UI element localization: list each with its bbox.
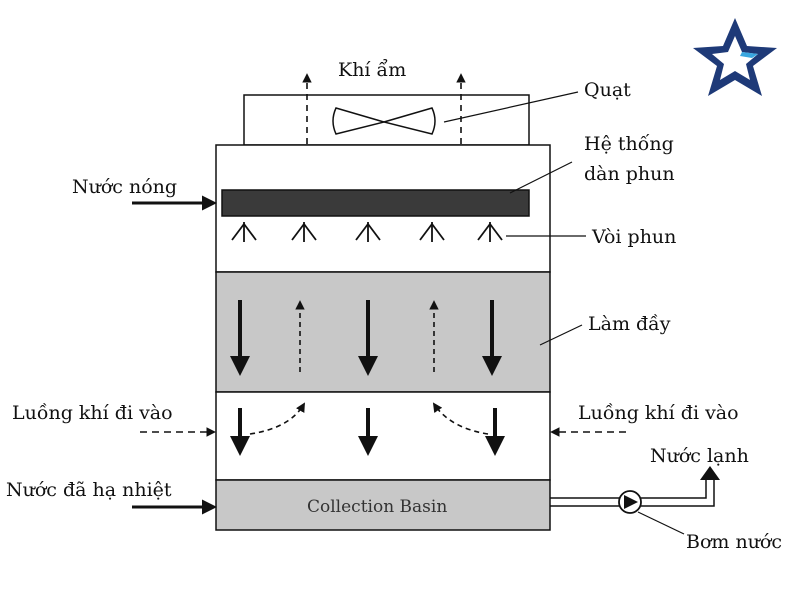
label-nozzle: Vòi phun — [591, 226, 676, 248]
star-logo-icon — [693, 18, 777, 96]
label-pump: Bơm nước — [686, 531, 782, 553]
leader-line-fan — [443, 91, 579, 123]
leader-line-pump — [637, 511, 685, 535]
nozzle-icon — [355, 222, 381, 242]
label-spray-system-1: Hệ thống — [584, 133, 674, 155]
fan-icon — [332, 107, 436, 135]
outlet-pipe — [641, 478, 707, 499]
air-inlet-section — [215, 391, 551, 481]
label-air-inlet-right: Luồng khí đi vào — [578, 402, 739, 424]
cold-water-arrowhead — [700, 466, 720, 480]
spray-bar — [221, 189, 530, 217]
outlet-pipe — [641, 478, 715, 507]
pump-icon — [618, 490, 642, 514]
label-cold-water: Nước lạnh — [650, 445, 749, 467]
label-moist-air: Khí ẩm — [338, 59, 406, 81]
air-turn-arrow-right — [432, 402, 489, 435]
nozzle-icon — [231, 222, 257, 242]
air-turn-arrow-left — [249, 402, 305, 435]
nozzle-group — [231, 222, 503, 242]
label-spray-system-2: dàn phun — [584, 163, 675, 185]
label-cooled-water: Nước đã hạ nhiệt — [6, 479, 172, 501]
label-collection-basin: Collection Basin — [307, 497, 447, 517]
fill-media — [215, 271, 551, 393]
label-air-inlet-left: Luồng khí đi vào — [12, 402, 173, 424]
label-hot-water: Nước nóng — [72, 176, 177, 198]
label-fill: Làm đầy — [588, 313, 671, 335]
fan-housing — [243, 94, 530, 146]
nozzle-icon — [477, 222, 503, 242]
leader-line-spray — [509, 161, 573, 194]
leader-line-fill — [539, 324, 583, 346]
label-fan: Quạt — [584, 79, 631, 101]
nozzle-icon — [291, 222, 317, 242]
nozzle-icon — [419, 222, 445, 242]
